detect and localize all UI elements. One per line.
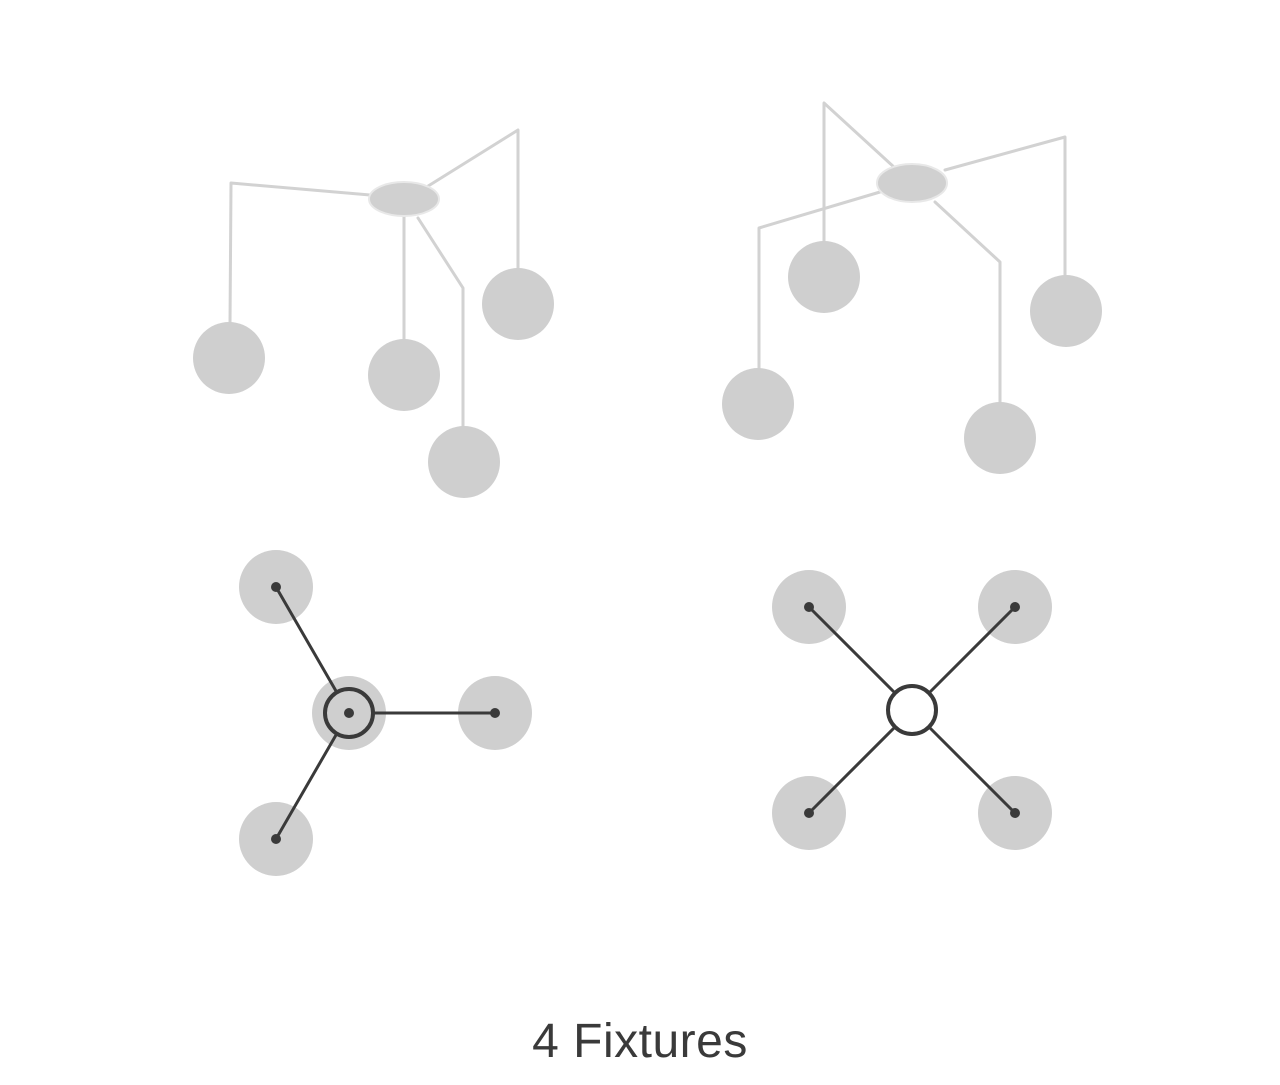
cord-4 bbox=[416, 216, 465, 430]
plan-dot bbox=[1010, 808, 1020, 818]
cord-3 bbox=[757, 190, 882, 372]
side-view-cluster-left bbox=[228, 128, 520, 430]
ceiling-canopy-icon bbox=[368, 181, 440, 217]
pendant-globe-icon bbox=[788, 241, 860, 313]
plan-dot bbox=[804, 808, 814, 818]
plan-arm bbox=[928, 726, 1017, 815]
pendant-globe-icon bbox=[193, 322, 265, 394]
pendant-globe-icon bbox=[1030, 275, 1102, 347]
plan-arm bbox=[274, 586, 338, 692]
plan-dot bbox=[804, 602, 814, 612]
plan-dot bbox=[490, 708, 500, 718]
plan-hub-icon bbox=[323, 687, 375, 739]
caption: 4 Fixtures bbox=[532, 1015, 748, 1068]
cord-1 bbox=[822, 101, 897, 245]
plan-dot bbox=[1010, 602, 1020, 612]
cord-2 bbox=[423, 128, 520, 272]
plan-arm bbox=[807, 726, 896, 815]
plan-dot bbox=[344, 708, 354, 718]
cord-2 bbox=[943, 135, 1067, 277]
pendant-globe-icon bbox=[964, 402, 1036, 474]
cord-1 bbox=[228, 181, 372, 327]
plan-hub-icon bbox=[886, 684, 938, 736]
side-view-cluster-left-parts bbox=[193, 181, 554, 498]
plan-view-left bbox=[239, 550, 532, 876]
pendant-globe-icon bbox=[722, 368, 794, 440]
side-view-cluster-right-parts bbox=[722, 163, 1102, 474]
plan-arm bbox=[807, 605, 896, 694]
plan-arm bbox=[928, 605, 1017, 694]
ceiling-canopy-icon bbox=[876, 163, 948, 203]
pendant-globe-icon bbox=[368, 339, 440, 411]
pendant-globe-icon bbox=[482, 268, 554, 340]
cord-4 bbox=[933, 200, 1002, 405]
plan-view-right bbox=[772, 570, 1052, 850]
side-view-cluster-right bbox=[757, 101, 1067, 405]
pendant-globe-icon bbox=[428, 426, 500, 498]
plan-arm bbox=[274, 734, 338, 840]
plan-dot bbox=[271, 834, 281, 844]
plan-dot bbox=[271, 582, 281, 592]
